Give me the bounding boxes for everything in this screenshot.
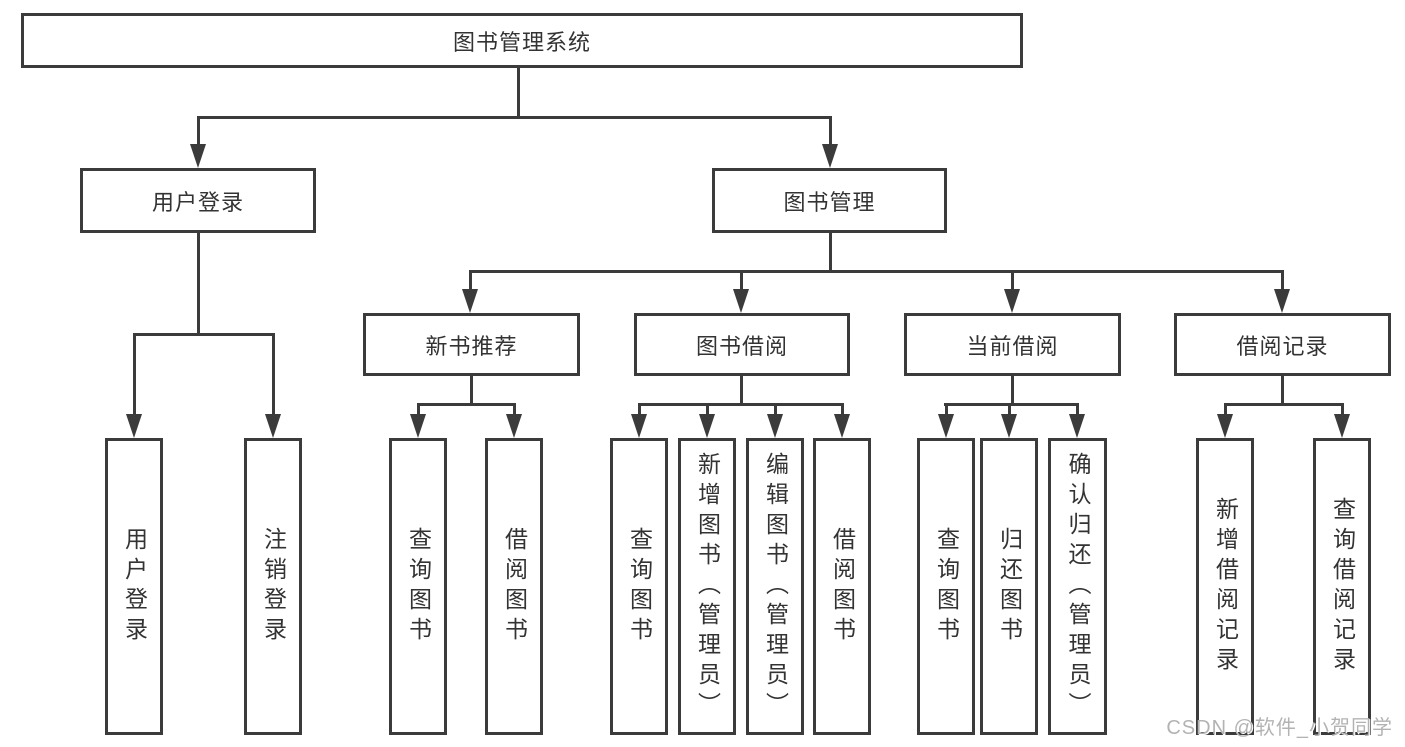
connector-line [417, 403, 420, 417]
leaf-query-books-recommend: 查询图书 [389, 438, 447, 735]
connector-line [841, 403, 844, 417]
node-book-borrow: 图书借阅 [634, 313, 850, 376]
leaf-borrow-books-recommend: 借阅图书 [485, 438, 543, 735]
connector-line [1008, 403, 1011, 417]
connector-line [197, 116, 831, 119]
connector-line [1224, 403, 1227, 417]
arrow-down-icon [1004, 289, 1020, 313]
arrow-down-icon [822, 144, 838, 168]
connector-line [1224, 403, 1344, 406]
arrow-down-icon [462, 289, 478, 313]
leaf-user-login: 用户登录 [105, 438, 163, 735]
node-current-borrow: 当前借阅 [904, 313, 1121, 376]
node-book-management: 图书管理 [712, 168, 947, 233]
watermark: CSDN @软件_小贺同学 [1166, 717, 1393, 739]
connector-line [1011, 376, 1014, 405]
arrow-down-icon [1001, 414, 1017, 438]
node-new-book-recommend: 新书推荐 [363, 313, 580, 376]
connector-line [1281, 376, 1284, 405]
leaf-confirm-return-admin: 确认归还（管理员） [1048, 438, 1107, 735]
connector-line [1281, 270, 1284, 292]
connector-line [470, 376, 473, 405]
connector-line [774, 403, 777, 417]
arrow-down-icon [410, 414, 426, 438]
connector-line [829, 233, 832, 272]
leaf-query-borrow-record: 查询借阅记录 [1313, 438, 1371, 735]
connector-line [1076, 403, 1079, 417]
arrow-down-icon [1069, 414, 1085, 438]
connector-line [197, 116, 200, 148]
connector-line [829, 116, 832, 148]
arrow-down-icon [190, 144, 206, 168]
connector-line [133, 333, 275, 336]
connector-line [706, 403, 709, 417]
leaf-add-borrow-record: 新增借阅记录 [1196, 438, 1254, 735]
node-user-login: 用户登录 [80, 168, 316, 233]
connector-line [1011, 270, 1014, 292]
connector-line [945, 403, 948, 417]
arrow-down-icon [631, 414, 647, 438]
arrow-down-icon [265, 414, 281, 438]
arrow-down-icon [1274, 289, 1290, 313]
arrow-down-icon [1217, 414, 1233, 438]
connector-line [513, 403, 516, 417]
connector-line [272, 333, 275, 417]
connector-line [133, 333, 136, 417]
connector-line [740, 270, 743, 292]
connector-line [469, 270, 1283, 273]
connector-line [944, 403, 1079, 406]
arrow-down-icon [126, 414, 142, 438]
leaf-borrow-books: 借阅图书 [813, 438, 871, 735]
connector-line [638, 403, 844, 406]
arrow-down-icon [733, 289, 749, 313]
connector-line [469, 270, 472, 292]
connector-line [740, 376, 743, 405]
arrow-down-icon [1334, 414, 1350, 438]
leaf-return-book: 归还图书 [980, 438, 1038, 735]
arrow-down-icon [938, 414, 954, 438]
node-borrow-records: 借阅记录 [1174, 313, 1391, 376]
arrow-down-icon [767, 414, 783, 438]
connector-line [197, 233, 200, 335]
connector-line [417, 403, 516, 406]
leaf-query-books-current: 查询图书 [917, 438, 975, 735]
connector-line [517, 68, 520, 118]
node-root: 图书管理系统 [21, 13, 1023, 68]
arrow-down-icon [506, 414, 522, 438]
leaf-query-books-borrow: 查询图书 [610, 438, 668, 735]
leaf-logout: 注销登录 [244, 438, 302, 735]
leaf-add-book-admin: 新增图书（管理员） [678, 438, 736, 735]
leaf-edit-book-admin: 编辑图书（管理员） [746, 438, 804, 735]
connector-line [638, 403, 641, 417]
connector-line [1341, 403, 1344, 417]
arrow-down-icon [699, 414, 715, 438]
arrow-down-icon [834, 414, 850, 438]
